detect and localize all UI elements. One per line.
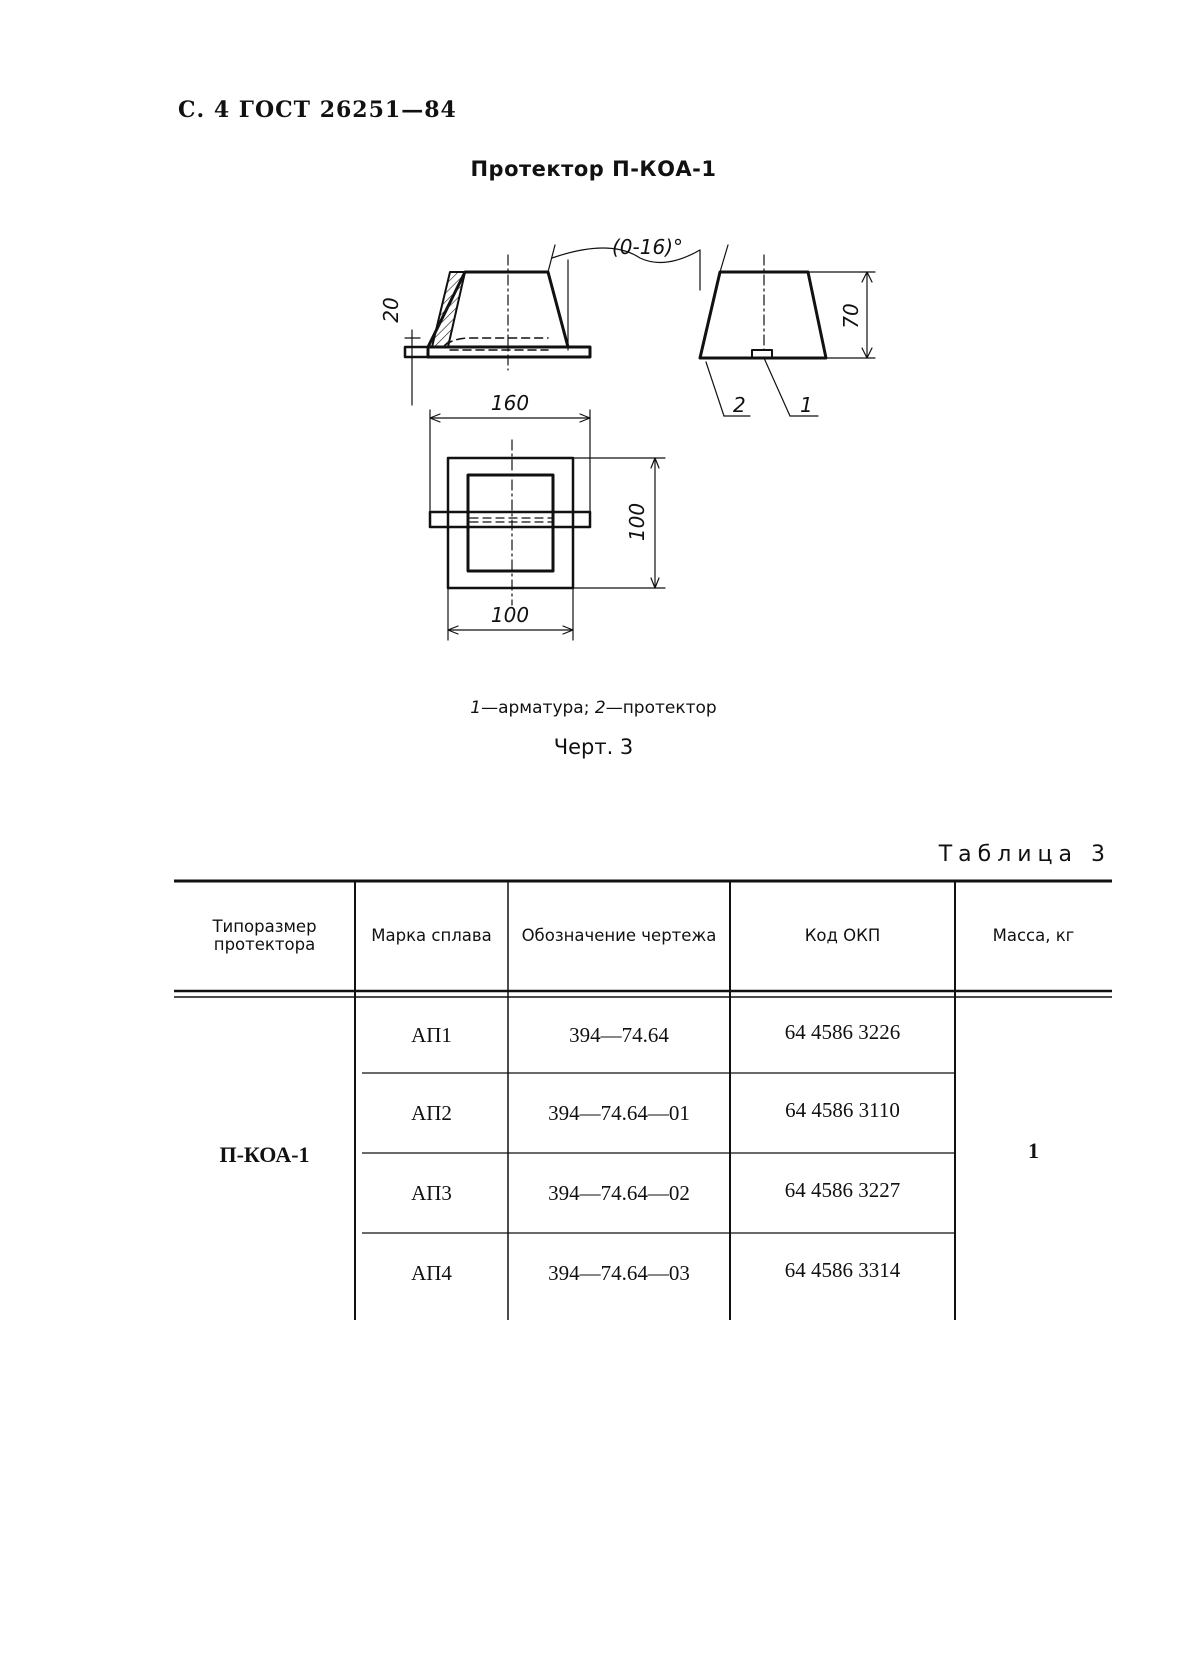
type-size-cell: П-КОА-1 xyxy=(219,1142,310,1167)
row1-okp: 64 4586 3226 xyxy=(784,1019,901,1044)
dim-160-label: 160 xyxy=(491,391,529,415)
plan-view xyxy=(428,409,666,641)
drawing-legend: 1—арматура; 2—протектор xyxy=(0,698,1187,718)
row3-okp: 64 4586 3227 xyxy=(784,1177,901,1202)
dim-100-bottom-label: 100 xyxy=(491,603,529,627)
figure-caption: Черт. 3 xyxy=(553,735,634,759)
row4-alloy: АП4 xyxy=(411,1260,452,1285)
technical-drawing: (0-16)° 20 70 160 100 100 2 1 xyxy=(379,235,876,641)
row4-designation: 394—74.64—03 xyxy=(548,1260,690,1285)
angle-label: (0-16)° xyxy=(612,235,683,259)
callout-1: 1 xyxy=(800,393,813,417)
row1-designation: 394—74.64 xyxy=(569,1022,669,1047)
side-view xyxy=(698,244,876,417)
row2-okp: 64 4586 3110 xyxy=(785,1097,900,1122)
row2-designation: 394—74.64—01 xyxy=(548,1100,690,1125)
header-mass: Масса, кг xyxy=(992,926,1075,945)
table-caption: Таблица 3 xyxy=(938,842,1111,867)
dim-20-label: 20 xyxy=(379,297,403,322)
legend-text-2: —протектор xyxy=(605,698,717,718)
header-okp: Код ОКП xyxy=(804,926,881,945)
header-size: Типоразмер протектора xyxy=(212,917,317,954)
row4-okp: 64 4586 3314 xyxy=(784,1257,901,1282)
row2-alloy: АП2 xyxy=(411,1100,452,1125)
row1-alloy: АП1 xyxy=(411,1022,452,1047)
legend-text-1: —арматура; xyxy=(481,698,595,718)
front-view xyxy=(403,244,701,406)
mass-cell: 1 xyxy=(1028,1137,1039,1163)
legend-number-1: 1 xyxy=(470,698,482,718)
row3-designation: 394—74.64—02 xyxy=(548,1180,690,1205)
row3-alloy: АП3 xyxy=(411,1180,452,1205)
callout-2: 2 xyxy=(733,393,746,417)
dim-100-side-label: 100 xyxy=(625,503,649,541)
dim-70-label: 70 xyxy=(839,303,863,328)
header-designation: Обозначение чертежа xyxy=(521,926,717,945)
legend-number-2: 2 xyxy=(594,698,606,718)
header-alloy: Марка сплава xyxy=(371,926,492,945)
drawing-title: Протектор П-КОА-1 xyxy=(470,157,717,181)
page-header: С. 4 ГОСТ 26251—84 xyxy=(178,97,457,123)
